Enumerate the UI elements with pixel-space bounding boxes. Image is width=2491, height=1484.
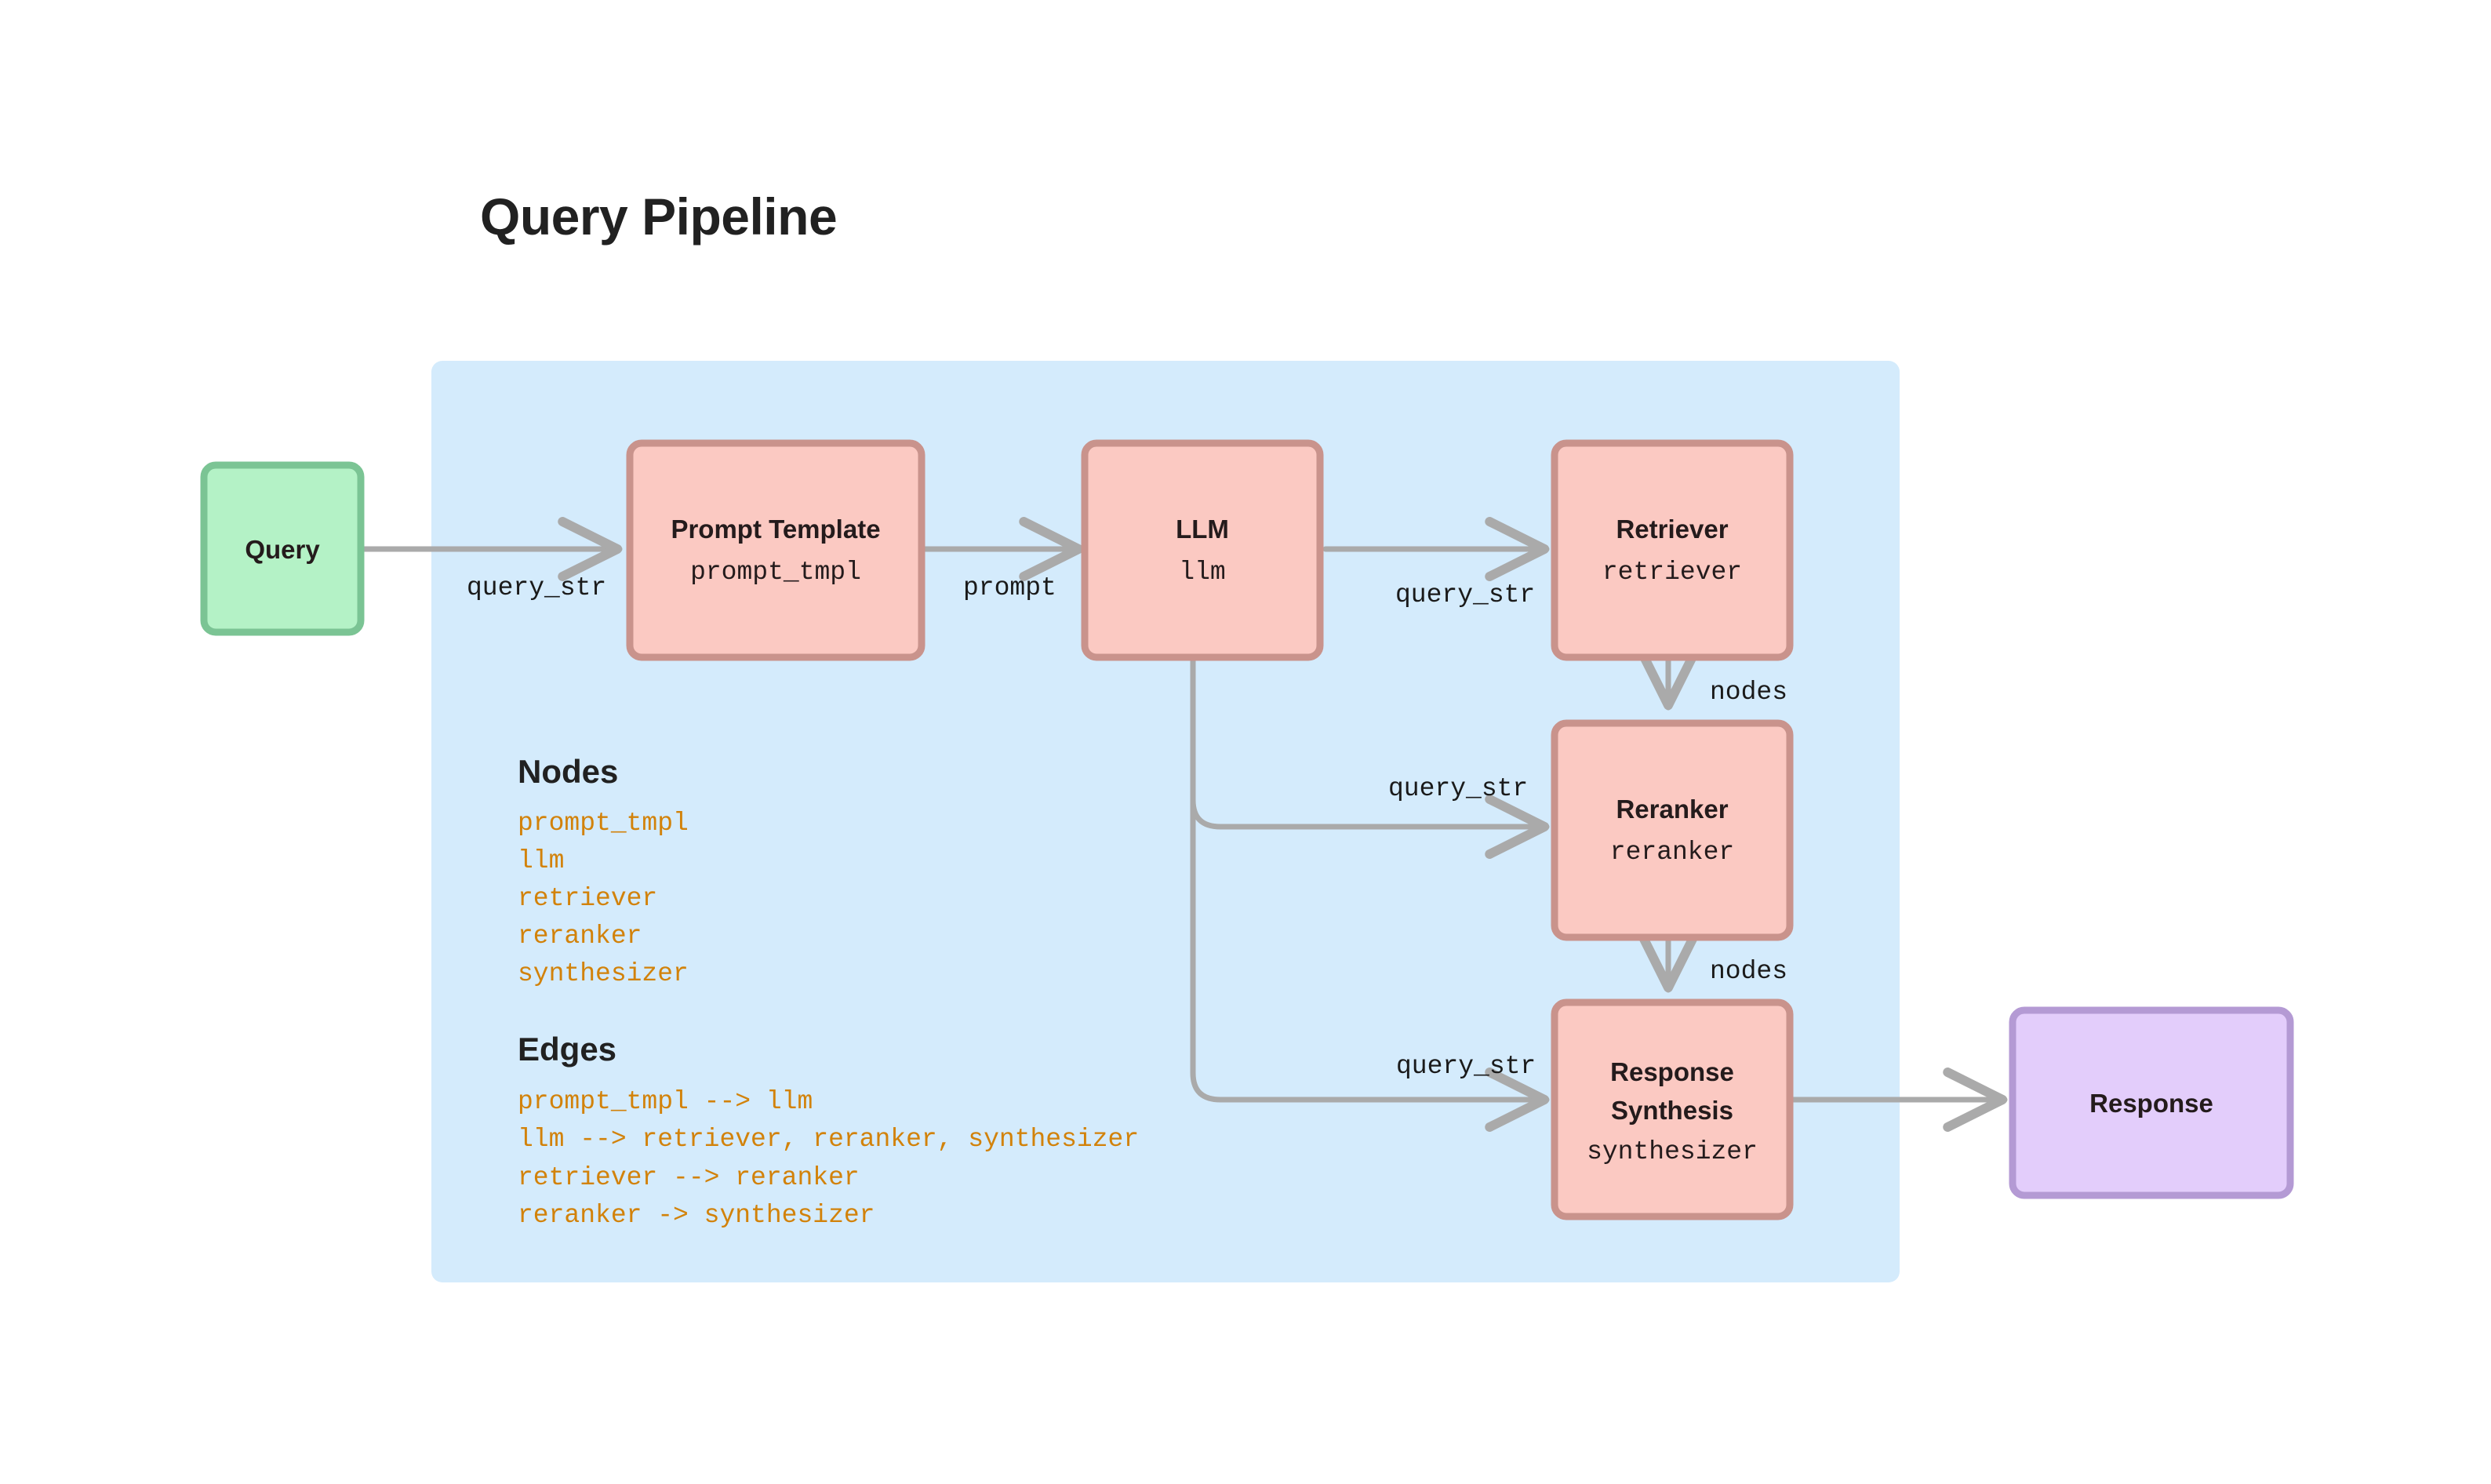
node-response-title: Response: [2089, 1089, 2213, 1118]
node-llm-title: LLM: [1176, 515, 1229, 544]
legend-edges: Edges prompt_tmpl --> llm llm --> retrie…: [518, 1031, 1139, 1230]
legend-node-item-1: llm: [518, 846, 564, 875]
node-reranker-title: Reranker: [1616, 795, 1728, 824]
node-response-synthesis-subtitle: synthesizer: [1587, 1137, 1758, 1166]
edge-label-query-str-1: query_str: [467, 573, 606, 602]
edge-label-query-str-4: query_str: [1396, 1052, 1536, 1081]
edge-label-query-str-2: query_str: [1395, 580, 1535, 609]
node-prompt-template-box: [626, 439, 925, 661]
node-response-box: [2009, 1006, 2294, 1199]
edge-label-prompt: prompt: [963, 573, 1056, 602]
legend-node-item-2: retriever: [518, 884, 657, 913]
node-response-synthesis-title-line2: Synthesis: [1611, 1096, 1733, 1125]
node-prompt-template-title: Prompt Template: [671, 515, 880, 544]
node-retriever[interactable]: Retriever retriever: [1551, 439, 1794, 661]
node-retriever-box: [1551, 439, 1794, 661]
node-llm[interactable]: LLM llm: [1081, 439, 1324, 661]
node-prompt-template[interactable]: Prompt Template prompt_tmpl: [626, 439, 925, 661]
node-query-title: Query: [245, 535, 320, 564]
node-response-synthesis[interactable]: Response Synthesis synthesizer: [1551, 998, 1794, 1220]
node-query-box: [200, 461, 365, 636]
node-retriever-title: Retriever: [1616, 515, 1728, 544]
node-response-synthesis-title-line1: Response: [1610, 1057, 1734, 1086]
node-response-synthesis-box: [1551, 998, 1794, 1220]
node-reranker-box: [1551, 719, 1794, 941]
legend-nodes-heading: Nodes: [518, 753, 618, 790]
edge-label-nodes-2: nodes: [1710, 957, 1787, 986]
legend-node-item-3: reranker: [518, 922, 642, 951]
node-query[interactable]: Query: [200, 461, 365, 636]
legend-edge-item-3: reranker -> synthesizer: [518, 1201, 875, 1230]
node-reranker-subtitle: reranker: [1610, 838, 1734, 867]
legend-edges-heading: Edges: [518, 1031, 616, 1068]
node-prompt-template-subtitle: prompt_tmpl: [690, 558, 861, 587]
node-response[interactable]: Response: [2009, 1006, 2294, 1199]
legend-nodes: Nodes prompt_tmpl llm retriever reranker…: [518, 753, 689, 988]
node-llm-box: [1081, 439, 1324, 661]
node-reranker[interactable]: Reranker reranker: [1551, 719, 1794, 941]
edge-label-query-str-3: query_str: [1388, 774, 1528, 803]
legend-node-item-4: synthesizer: [518, 959, 689, 988]
legend-edge-item-0: prompt_tmpl --> llm: [518, 1087, 813, 1116]
legend-edge-item-1: llm --> retriever, reranker, synthesizer: [518, 1125, 1139, 1154]
legend-edge-item-2: retriever --> reranker: [518, 1163, 860, 1192]
legend-node-item-0: prompt_tmpl: [518, 809, 689, 838]
node-llm-subtitle: llm: [1179, 558, 1225, 587]
node-retriever-subtitle: retriever: [1602, 558, 1742, 587]
edge-llm-to-synthesizer: [1190, 649, 1550, 1132]
page-title: Query Pipeline: [480, 187, 838, 246]
edge-label-nodes-1: nodes: [1710, 678, 1787, 707]
